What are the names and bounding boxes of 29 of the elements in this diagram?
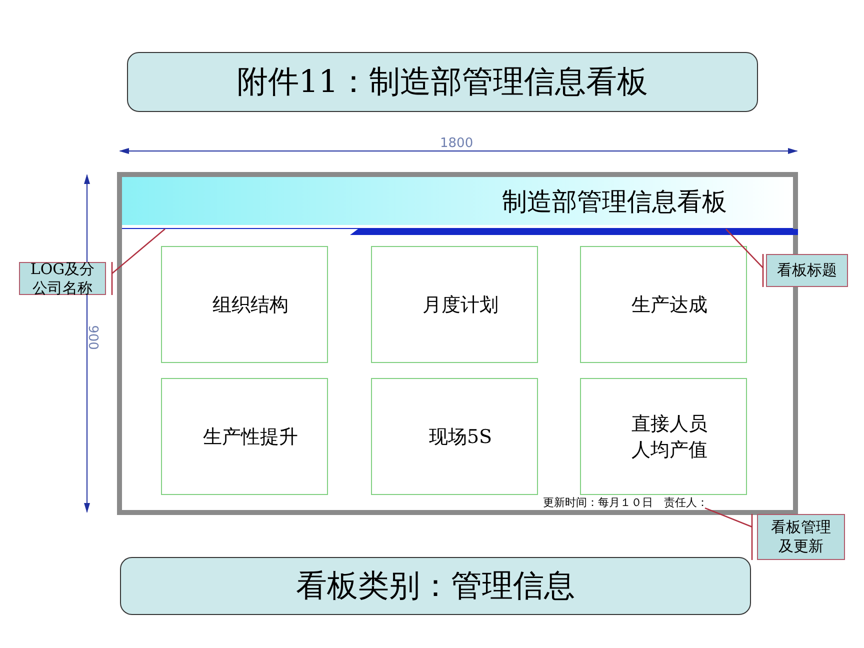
panel-title: 生产达成 [632, 292, 708, 318]
title-banner [127, 52, 758, 112]
banner-title: 看板类别：管理信息 [296, 567, 575, 606]
content-panel [580, 246, 747, 363]
banner-title: 附件11：制造部管理信息看板 [236, 63, 648, 102]
content-panel [371, 246, 538, 363]
dimension-label: 1800 [440, 136, 474, 151]
leader-line [725, 228, 764, 287]
callout-box [766, 254, 848, 287]
callout-text: 看板管理及更新 [770, 518, 832, 556]
panel-title: 直接人员人均产值 [630, 412, 708, 462]
callout-text: 看板标题 [777, 261, 837, 280]
callout-text: LOG及分公司名称 [29, 260, 96, 298]
leader-line [111, 228, 166, 295]
category-banner [120, 557, 751, 615]
content-panel [161, 246, 328, 363]
banner-title: 制造部管理信息看板 [502, 186, 727, 218]
panel-title: 月度计划 [422, 292, 498, 318]
callout-box [19, 262, 106, 295]
panel-title: 生产性提升 [203, 424, 298, 450]
content-panel [371, 378, 538, 495]
panel-title: 现场5S [428, 424, 492, 450]
update-info-text: 更新时间：每月１０日 责任人： [543, 495, 708, 510]
panel-title: 组织结构 [212, 292, 288, 318]
callout-box [757, 514, 845, 560]
content-panel [580, 378, 747, 495]
dimension-label: 900 [84, 325, 100, 350]
content-panel [161, 378, 328, 495]
leader-line [704, 507, 753, 560]
